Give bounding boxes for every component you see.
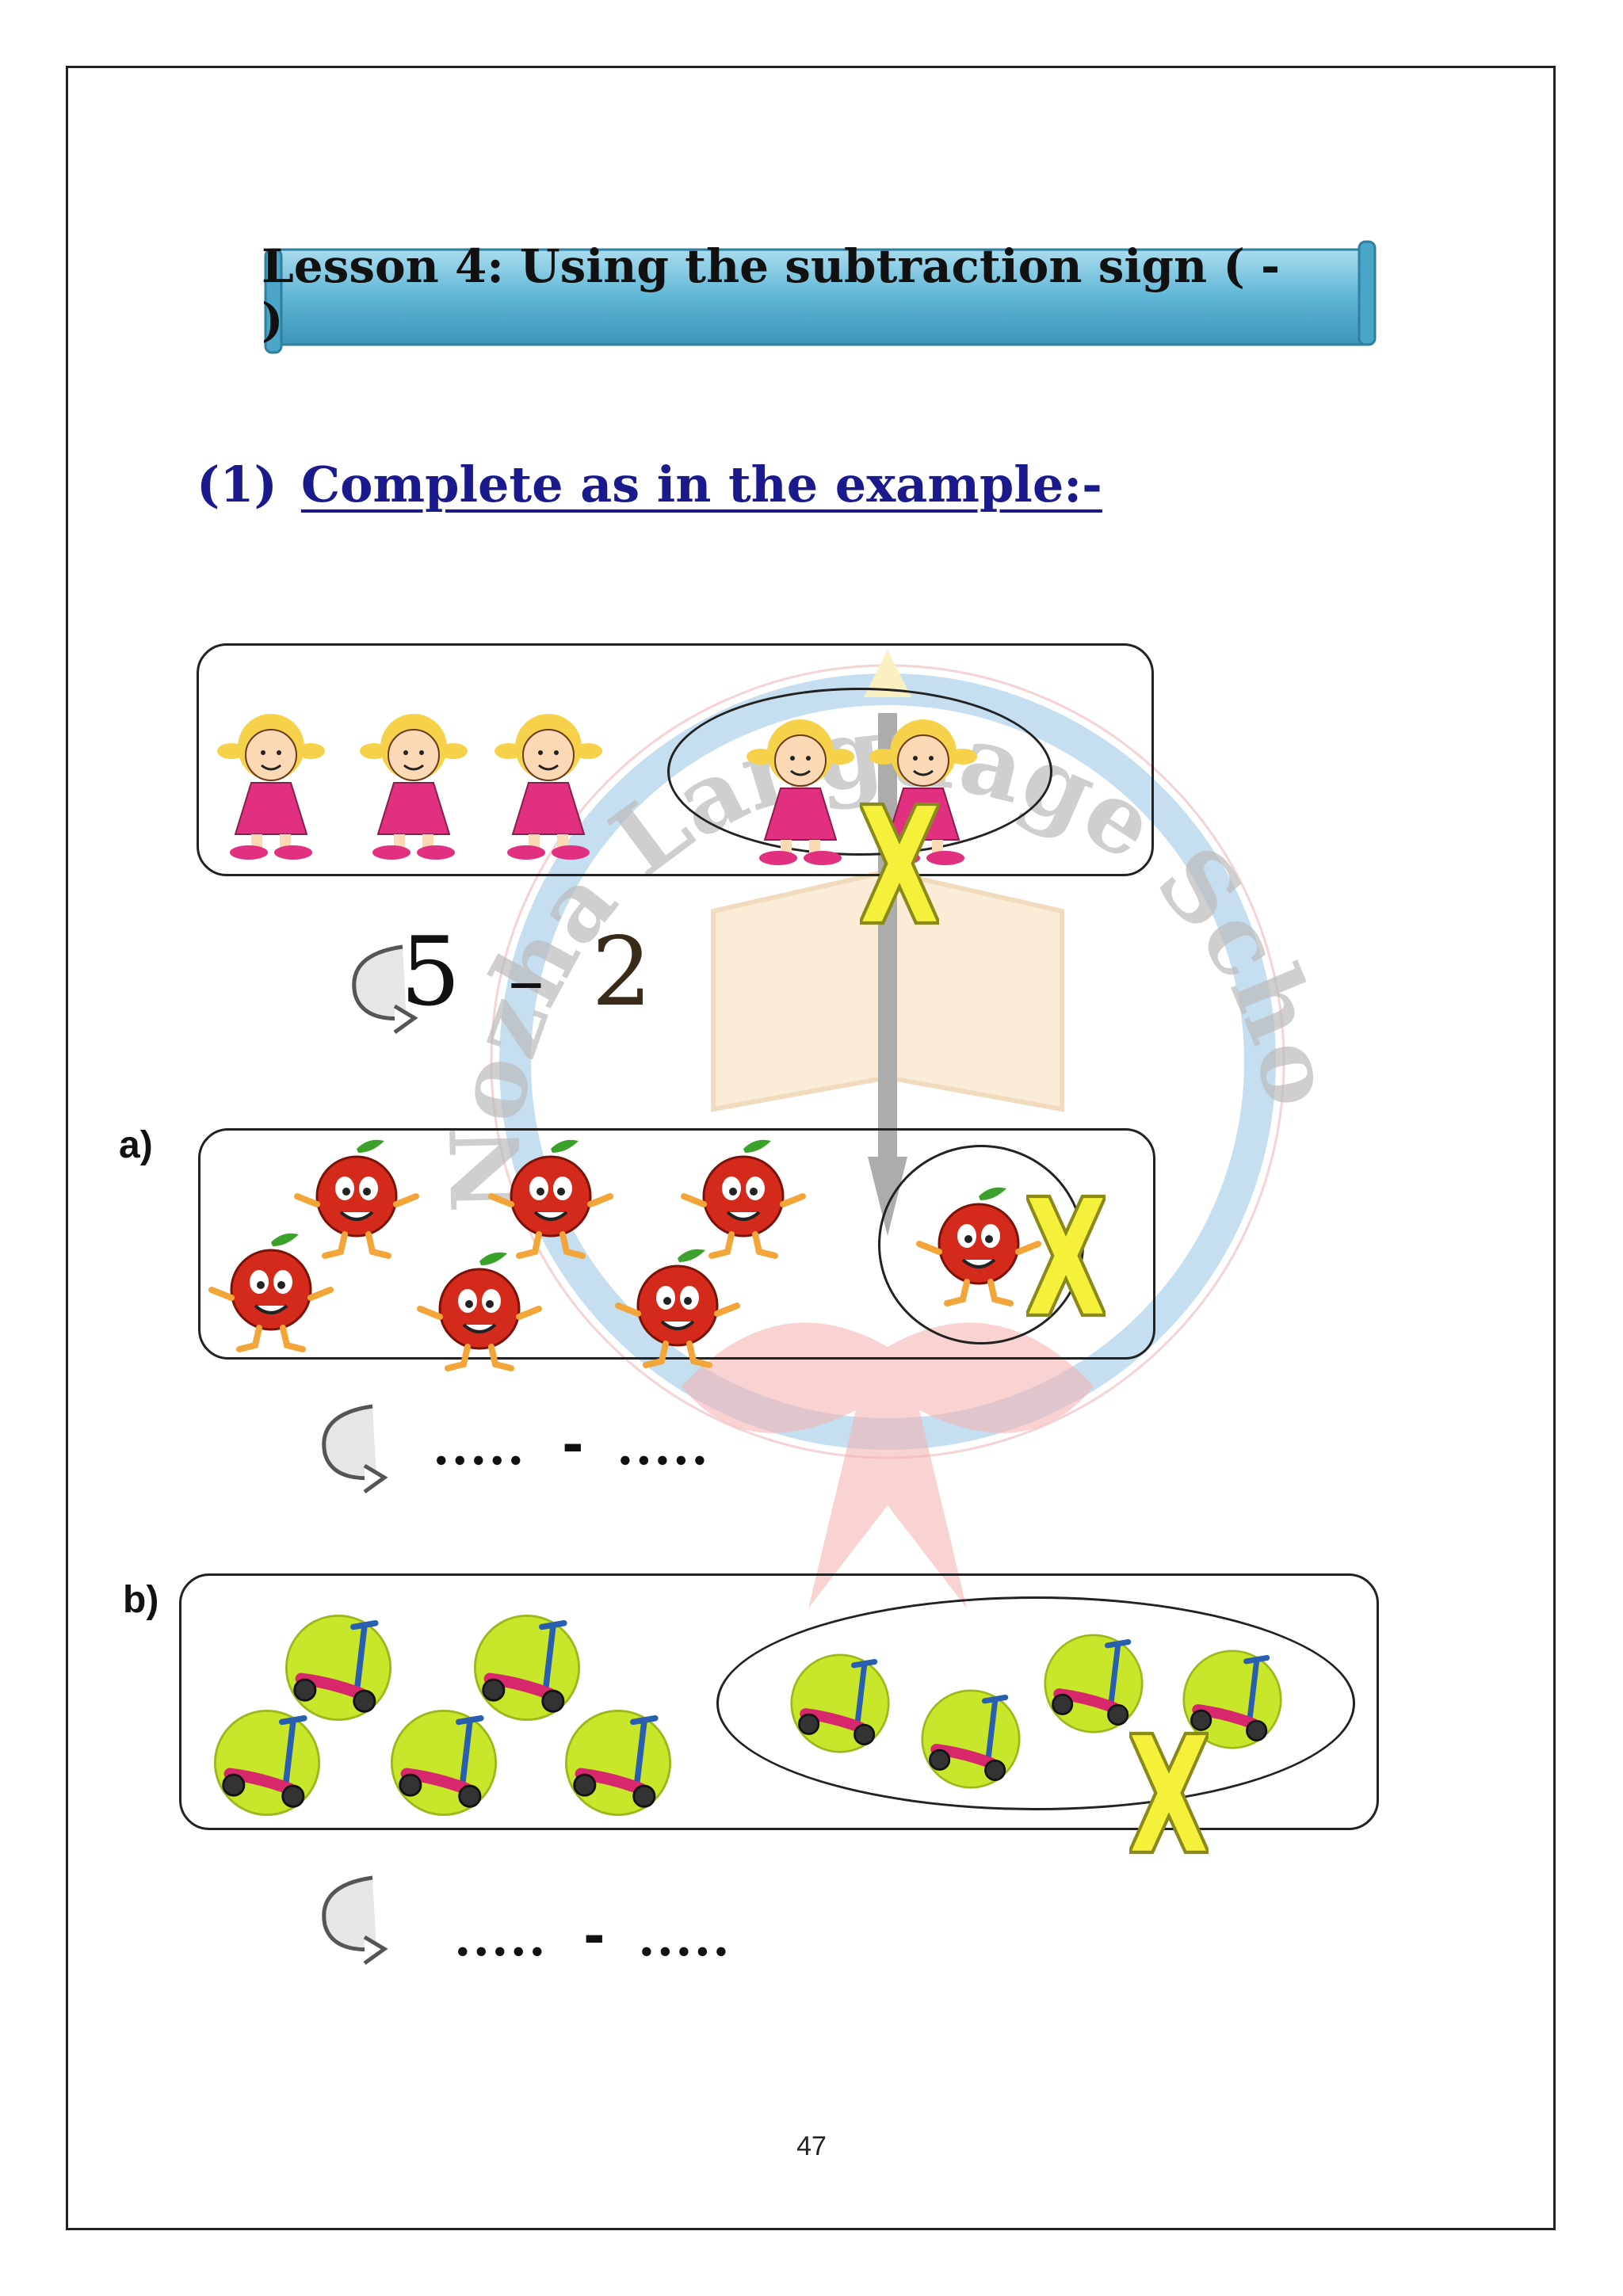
example-removed-oval — [667, 688, 1052, 856]
exercise-number: (1) — [197, 456, 277, 513]
scooter-icon — [1038, 1628, 1149, 1739]
part-b-equation: .....-..... — [456, 1897, 733, 1970]
part-b-removed-oval — [716, 1596, 1355, 1810]
part-a-box — [198, 1128, 1155, 1360]
school-logo-watermark: Nozha Language Schools — [412, 555, 1356, 1608]
part-b-box — [179, 1573, 1379, 1830]
girl-icon — [358, 712, 469, 861]
part-b-minus: - — [583, 1898, 605, 1969]
part-a-minus: - — [562, 1407, 584, 1478]
apple-icon — [208, 1226, 334, 1353]
curved-arrow-icon — [309, 1398, 388, 1497]
example-minus: – — [508, 939, 544, 1022]
x-mark-icon — [1026, 1188, 1106, 1323]
apple-icon — [915, 1180, 1042, 1307]
part-a-blank-1[interactable]: ..... — [434, 1416, 528, 1477]
example-box — [197, 643, 1154, 876]
apple-icon — [416, 1245, 543, 1372]
scooter-icon — [208, 1703, 327, 1822]
part-b-label: b) — [123, 1579, 159, 1621]
scooter-icon — [559, 1703, 678, 1822]
apple-icon — [487, 1133, 614, 1260]
page-frame — [66, 66, 1556, 2230]
example-total: 5 — [400, 917, 461, 1028]
x-mark-icon — [1129, 1726, 1209, 1860]
part-b-blank-2[interactable]: ..... — [640, 1907, 733, 1968]
x-mark-icon — [860, 796, 939, 931]
lesson-banner — [264, 240, 1377, 354]
part-a-label: a) — [119, 1124, 153, 1166]
part-a-blank-2[interactable]: ..... — [618, 1416, 712, 1477]
girl-icon — [493, 712, 604, 861]
exercise-heading: (1) Complete as in the example:- — [197, 456, 1102, 513]
page-number: 47 — [796, 2131, 827, 2161]
scooter-icon — [785, 1648, 896, 1759]
lesson-title: Lesson 4: Using the subtraction sign ( -… — [262, 239, 1281, 347]
scooter-icon — [915, 1684, 1026, 1794]
apple-icon — [614, 1242, 741, 1369]
apple-icon — [680, 1133, 807, 1260]
exercise-instruction: Complete as in the example:- — [300, 456, 1102, 513]
girl-icon — [216, 712, 327, 861]
part-a-equation: .....-..... — [434, 1406, 712, 1479]
curved-arrow-icon — [309, 1870, 388, 1969]
example-removed: 2 — [591, 917, 652, 1028]
scooter-icon — [384, 1703, 503, 1822]
example-equation: 5–2 — [400, 917, 652, 1028]
part-b-blank-1[interactable]: ..... — [456, 1907, 549, 1968]
girl-icon — [745, 718, 856, 867]
